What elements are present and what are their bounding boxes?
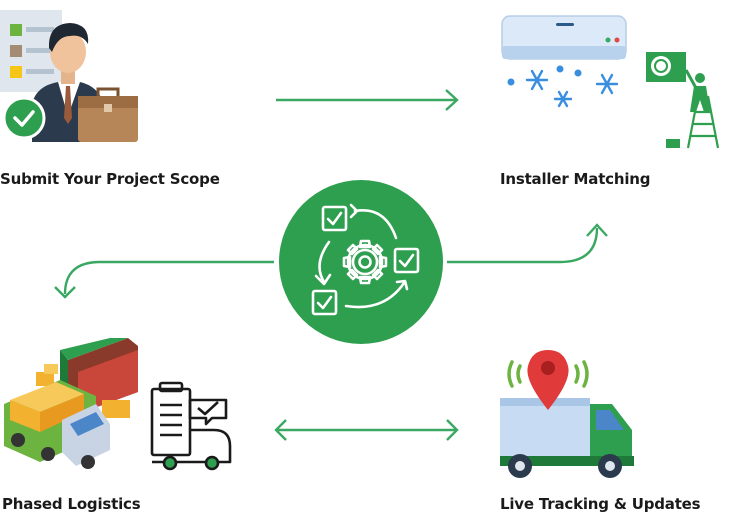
step-label-live-tracking-updates: Live Tracking & Updates <box>500 495 701 513</box>
arrow-center-to-logistics <box>54 260 274 299</box>
step-label-installer-matching: Installer Matching <box>500 170 651 188</box>
arrow-center-to-installer <box>447 223 608 264</box>
clipboard-forklift-icon <box>150 381 232 471</box>
air-conditioner-installer-icon <box>501 15 720 149</box>
delivery-truck-location-pin-icon <box>500 350 634 478</box>
step-label-phased-logistics: Phased Logistics <box>2 495 141 513</box>
step-label-submit-project-scope: Submit Your Project Scope <box>0 170 220 188</box>
businessman-checklist-icon <box>0 10 138 142</box>
arrow-submit-to-installer <box>276 89 459 111</box>
arrow-logistics-tracking-bidirectional <box>274 419 459 441</box>
shipping-container-truck-icon <box>4 338 138 469</box>
process-cycle-gear-icon <box>279 180 443 344</box>
